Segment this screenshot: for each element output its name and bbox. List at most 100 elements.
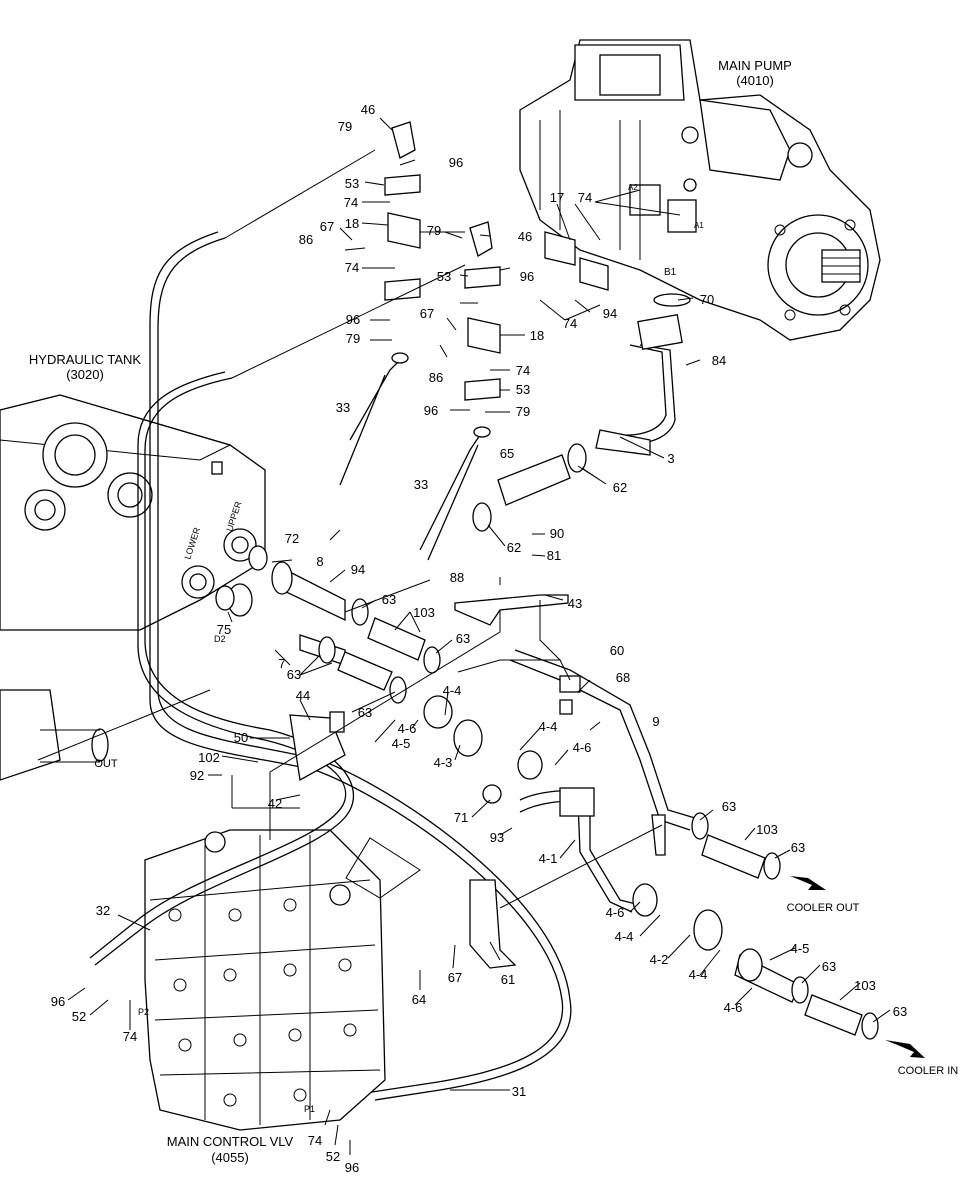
part-number: 79 bbox=[338, 119, 352, 134]
part-number: 31 bbox=[512, 1084, 526, 1099]
part-number: 88 bbox=[450, 570, 464, 585]
part-number: 96 bbox=[345, 1160, 359, 1175]
part-number: 67 bbox=[448, 970, 462, 985]
out-label: OUT bbox=[94, 758, 118, 770]
part-number: 4-4 bbox=[443, 683, 462, 698]
cooler-in-label: COOLER IN bbox=[898, 1065, 959, 1077]
leader-lines bbox=[37, 117, 891, 1155]
part-number: 67 bbox=[320, 219, 334, 234]
part-number: 7 bbox=[278, 656, 285, 671]
part-number: 102 bbox=[198, 750, 220, 765]
cooler-out-label: COOLER OUT bbox=[787, 902, 860, 914]
part-number: 63 bbox=[893, 1004, 907, 1019]
part-number: 4-6 bbox=[398, 721, 417, 736]
part-number: 103 bbox=[854, 978, 876, 993]
part-number: 18 bbox=[530, 328, 544, 343]
part-number: 63 bbox=[822, 959, 836, 974]
main-control-valve-drawing bbox=[144, 829, 386, 1131]
part-number: 63 bbox=[791, 840, 805, 855]
part-number: 60 bbox=[610, 643, 624, 658]
part-number: 84 bbox=[712, 353, 726, 368]
part-number: 65 bbox=[500, 446, 514, 461]
part-number: 63 bbox=[456, 631, 470, 646]
part-number: 93 bbox=[490, 830, 504, 845]
main-control-valve-label: MAIN CONTROL VLV bbox=[167, 1134, 294, 1149]
port-label: D2 bbox=[214, 634, 226, 644]
part-number: 74 bbox=[578, 190, 592, 205]
part-number: 61 bbox=[501, 972, 515, 987]
part-number: 86 bbox=[429, 370, 443, 385]
part-number: 75 bbox=[217, 622, 231, 637]
part-number: 68 bbox=[616, 670, 630, 685]
main-pump-drawing bbox=[519, 39, 881, 341]
part-number: 74 bbox=[345, 260, 359, 275]
part-number: 74 bbox=[308, 1133, 322, 1148]
part-number: 63 bbox=[287, 667, 301, 682]
part-number: 33 bbox=[336, 400, 350, 415]
part-number: 94 bbox=[603, 306, 617, 321]
part-number: 79 bbox=[516, 404, 530, 419]
part-number: 96 bbox=[520, 269, 534, 284]
part-number: 18 bbox=[345, 216, 359, 231]
part-number: 52 bbox=[326, 1149, 340, 1164]
part-number: 32 bbox=[96, 903, 110, 918]
part-number: 63 bbox=[358, 705, 372, 720]
part-number: 52 bbox=[72, 1009, 86, 1024]
part-number: 4-6 bbox=[724, 1000, 743, 1015]
part-number: 4-4 bbox=[539, 719, 558, 734]
part-number: 33 bbox=[414, 477, 428, 492]
port-label: P1 bbox=[304, 1104, 315, 1114]
part-number: 79 bbox=[427, 223, 441, 238]
part-number: 4-1 bbox=[539, 851, 558, 866]
part-number: 103 bbox=[413, 605, 435, 620]
part-number: 53 bbox=[516, 382, 530, 397]
part-number: 72 bbox=[285, 531, 299, 546]
part-number: 4-5 bbox=[791, 941, 810, 956]
part-number: 74 bbox=[563, 316, 577, 331]
part-number-callouts: 46 79 96 53 74 18 67 86 79 46 53 96 74 1… bbox=[51, 102, 907, 1175]
part-number: 71 bbox=[454, 810, 468, 825]
port-label: B1 bbox=[664, 267, 677, 278]
part-number: 90 bbox=[550, 526, 564, 541]
part-number: 96 bbox=[51, 994, 65, 1009]
part-number: 8 bbox=[316, 554, 323, 569]
part-number: 4-6 bbox=[606, 905, 625, 920]
part-number: 74 bbox=[123, 1029, 137, 1044]
part-number: 92 bbox=[190, 768, 204, 783]
main-pump-code: (4010) bbox=[736, 73, 774, 88]
part-number: 74 bbox=[344, 195, 358, 210]
part-number: 94 bbox=[351, 562, 365, 577]
hydraulic-tank-code: (3020) bbox=[66, 367, 104, 382]
port-label: A2 bbox=[628, 183, 638, 192]
part-number: 53 bbox=[437, 269, 451, 284]
part-number: 86 bbox=[299, 232, 313, 247]
part-number: 4-2 bbox=[650, 952, 669, 967]
part-number: 42 bbox=[268, 796, 282, 811]
part-number: 50 bbox=[234, 730, 248, 745]
part-number: 46 bbox=[361, 102, 375, 117]
part-number: 44 bbox=[296, 688, 310, 703]
part-number: 4-4 bbox=[615, 929, 634, 944]
part-number: 4-3 bbox=[434, 755, 453, 770]
main-control-valve-code: (4055) bbox=[211, 1150, 249, 1165]
part-number: 4-4 bbox=[689, 967, 708, 982]
part-number: 67 bbox=[420, 306, 434, 321]
part-number: 46 bbox=[518, 229, 532, 244]
part-number: 74 bbox=[516, 363, 530, 378]
part-number: 62 bbox=[507, 540, 521, 555]
part-number: 96 bbox=[346, 312, 360, 327]
hydraulic-tank-drawing bbox=[0, 394, 266, 781]
part-number: 3 bbox=[667, 451, 674, 466]
hydraulic-tank-label: HYDRAULIC TANK bbox=[29, 352, 142, 367]
part-number: 62 bbox=[613, 480, 627, 495]
part-number: 17 bbox=[550, 190, 564, 205]
part-number: 63 bbox=[722, 799, 736, 814]
part-number: 96 bbox=[424, 403, 438, 418]
port-label: P2 bbox=[138, 1007, 149, 1017]
part-number: 96 bbox=[449, 155, 463, 170]
part-number: 4-6 bbox=[573, 740, 592, 755]
part-number: 63 bbox=[382, 592, 396, 607]
part-number: 103 bbox=[756, 822, 778, 837]
part-number: 43 bbox=[568, 596, 582, 611]
